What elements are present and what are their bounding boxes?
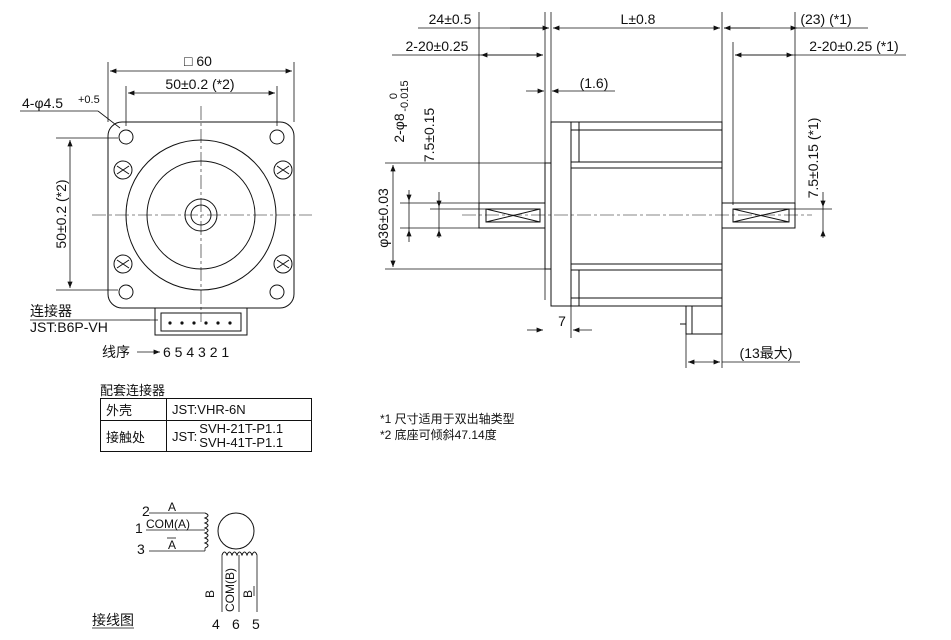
- shaft-diameter: 2-φ8: [391, 113, 407, 143]
- flat-length-rear: 2-20±0.25 (*1): [809, 38, 898, 54]
- contact-value-2: SVH-41T-P1.1: [199, 435, 284, 450]
- flat-depth-rear: 7.5±0.15 (*1): [805, 118, 821, 199]
- wire-order: 6 5 4 3 2 1: [163, 344, 229, 360]
- mount-hole-tolerance: +0.5: [78, 94, 100, 106]
- connector-icon: [154, 307, 248, 336]
- notes: *1 尺寸适用于双出轴类型 *2 底座可倾斜47.14度: [380, 411, 515, 443]
- wiring-pin-3: 3: [137, 541, 145, 557]
- connector-length: (13最大): [740, 345, 793, 361]
- wire-order-label: 线序: [102, 344, 130, 360]
- front-view: □ 60 50±0.2 (*2) 4-φ4.5 +0.5 50±0.2 (*2): [20, 53, 312, 360]
- mating-connector-title: 配套连接器: [100, 383, 166, 398]
- wiring-pin-4: 4: [212, 616, 220, 632]
- side-view: 24±0.5 L±0.8 (23) (*1) 2-20±0.25 2-20±0.…: [375, 11, 906, 368]
- table-row: 接触处 JST: SVH-21T-P1.1 SVH-41T-P1.1: [100, 420, 312, 452]
- wiring-pin-1: 1: [135, 520, 143, 536]
- com-a-label: COM(A): [146, 517, 190, 531]
- hole-pitch-vertical: 50±0.2 (*2): [53, 179, 69, 248]
- housing-value: JST:VHR-6N: [166, 398, 312, 421]
- contact-label: 接触处: [100, 420, 167, 452]
- flange-thickness: (1.6): [580, 75, 609, 91]
- wiring-diagram: 2 1 3 A COM(A) A B COM(B) B 4 6 5 接线图: [92, 500, 260, 632]
- connector-model: JST:B6P-VH: [30, 319, 108, 335]
- rear-shaft-length: (23) (*1): [800, 11, 851, 27]
- phase-a-bar-label: A: [168, 538, 176, 552]
- square-dimension: □ 60: [184, 53, 212, 69]
- pilot-diameter: φ36±0.03: [375, 188, 391, 248]
- flange-length: 24±0.5: [429, 11, 472, 27]
- pilot-length: 7: [558, 313, 566, 329]
- note-1: *1 尺寸适用于双出轴类型: [380, 412, 515, 426]
- screw-icon: [113, 160, 293, 274]
- mating-connector-table: 外壳 JST:VHR-6N 接触处 JST: SVH-21T-P1.1 SVH-…: [100, 398, 312, 452]
- wiring-pin-5: 5: [252, 616, 260, 632]
- shaft-tol-top: 0: [388, 93, 400, 99]
- mount-hole-dimension: 4-φ4.5: [22, 95, 63, 111]
- housing-label: 外壳: [100, 398, 167, 421]
- wiring-title: 接线图: [92, 612, 134, 628]
- contact-value-1: SVH-21T-P1.1: [199, 421, 284, 436]
- note-2: *2 底座可倾斜47.14度: [380, 428, 497, 442]
- shaft-tol-bottom: -0.015: [399, 80, 411, 111]
- contact-prefix: JST:: [172, 428, 198, 444]
- flat-length-front: 2-20±0.25: [406, 38, 469, 54]
- flat-depth-front: 7.5±0.15: [421, 108, 437, 163]
- phase-b-label: B: [203, 590, 217, 598]
- com-b-label: COM(B): [223, 568, 237, 612]
- wiring-pin-2: 2: [142, 503, 150, 519]
- hole-pitch-horizontal: 50±0.2 (*2): [165, 76, 234, 92]
- connector-label: 连接器: [30, 303, 72, 319]
- wiring-pin-6: 6: [232, 616, 240, 632]
- body-length: L±0.8: [621, 11, 656, 27]
- table-row: 外壳 JST:VHR-6N: [100, 398, 312, 421]
- phase-a-label: A: [168, 500, 176, 514]
- phase-b-bar-label: B: [241, 590, 255, 598]
